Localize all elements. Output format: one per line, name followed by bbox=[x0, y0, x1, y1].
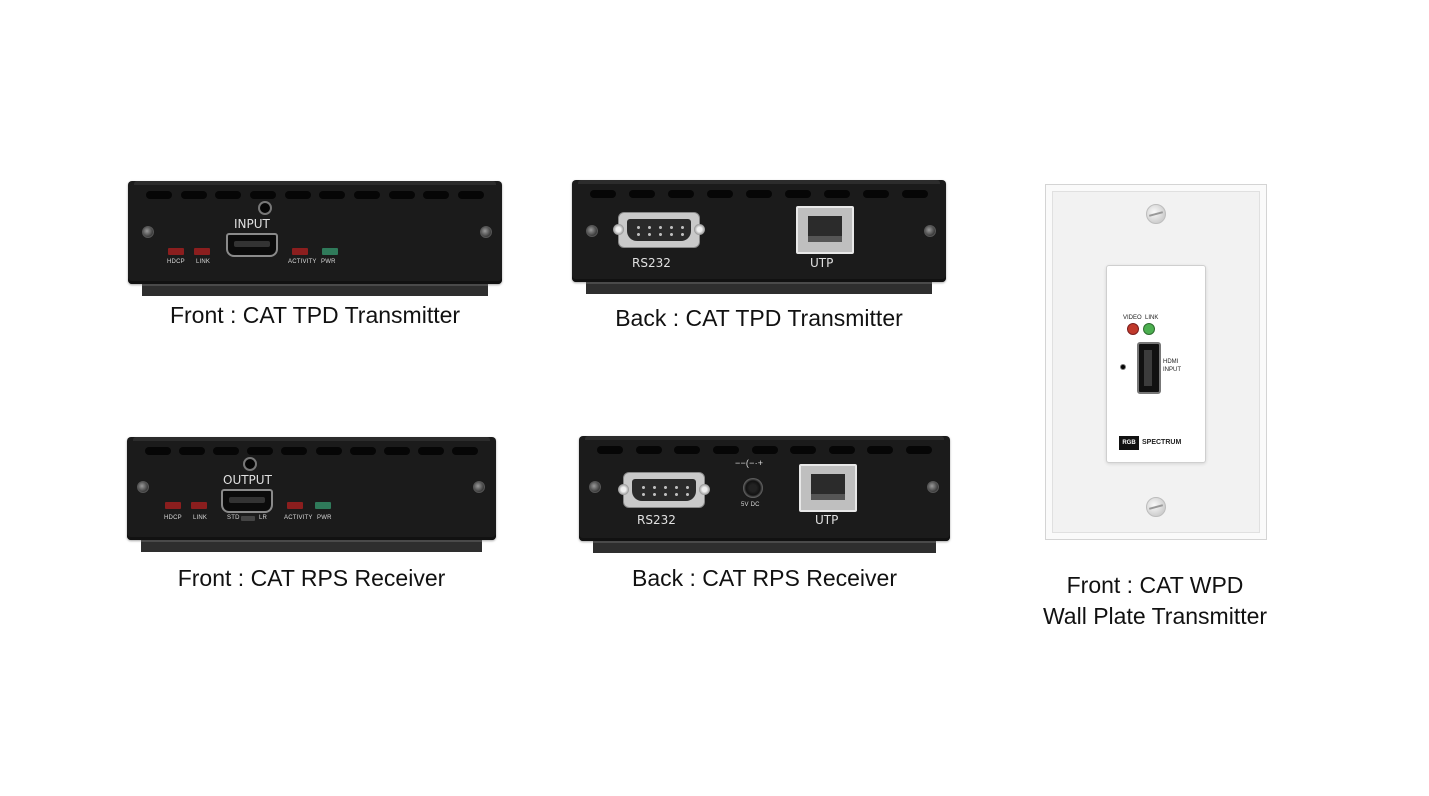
vents bbox=[590, 190, 928, 198]
hdmi-input-label-line2: INPUT bbox=[1163, 367, 1181, 373]
chassis-base bbox=[586, 282, 932, 294]
dc-power-jack bbox=[743, 478, 763, 498]
dc-jack-label: 5V DC bbox=[741, 502, 760, 508]
vents bbox=[145, 447, 478, 455]
screw-icon bbox=[586, 225, 598, 237]
input-port-label: INPUT bbox=[234, 217, 270, 231]
hdmi-input-label-line1: HDMI bbox=[1163, 359, 1179, 365]
rps-back-chassis: RS232 −−(−·+ 5V DC UTP bbox=[579, 436, 950, 541]
pwr-led bbox=[322, 248, 338, 255]
pwr-led bbox=[315, 502, 331, 509]
wpd-wall-plate: VIDEO LINK HDMI INPUT RGB SPECTRUM bbox=[1045, 184, 1267, 540]
std-switch-label: STD bbox=[227, 515, 240, 521]
screw-icon bbox=[589, 481, 601, 493]
screw-icon bbox=[480, 226, 492, 238]
ir-jack-icon bbox=[1120, 364, 1126, 370]
rps-front-device: OUTPUT HDCP LINK STD LR ACTIVITY PWR bbox=[127, 437, 496, 552]
utp-port bbox=[796, 206, 854, 254]
pwr-led-label: PWR bbox=[317, 515, 332, 521]
chassis-base bbox=[593, 541, 936, 553]
activity-led bbox=[287, 502, 303, 509]
link-led-label: LINK bbox=[196, 259, 211, 265]
tpd-back-device: RS232 UTP bbox=[572, 180, 946, 294]
tpd-front-device: INPUT HDCP LINK ACTIVITY PWR bbox=[128, 181, 502, 296]
hdcp-led bbox=[165, 502, 181, 509]
rs232-port-label: RS232 bbox=[632, 256, 671, 270]
rs232-port bbox=[613, 212, 705, 248]
hdmi-output-port bbox=[221, 489, 273, 513]
screw-icon bbox=[924, 225, 936, 237]
std-lr-switch bbox=[241, 516, 255, 521]
rps-back-device: RS232 −−(−·+ 5V DC UTP bbox=[579, 436, 950, 553]
ir-jack-icon bbox=[243, 457, 257, 471]
hdcp-led-label: HDCP bbox=[164, 515, 182, 521]
wpd-caption-line2: Wall Plate Transmitter bbox=[1042, 603, 1268, 629]
utp-port-label: UTP bbox=[810, 256, 834, 270]
hdcp-led bbox=[168, 248, 184, 255]
video-led bbox=[1127, 323, 1139, 335]
wpd-caption-line1: Front : CAT WPD bbox=[1066, 572, 1244, 598]
activity-led-label: ACTIVITY bbox=[284, 515, 313, 521]
link-led bbox=[191, 502, 207, 509]
hdmi-input-port bbox=[226, 233, 278, 257]
tpd-back-chassis: RS232 UTP bbox=[572, 180, 946, 282]
rs232-port-label: RS232 bbox=[637, 513, 676, 527]
rps-front-caption: Front : CAT RPS Receiver bbox=[177, 565, 446, 591]
tpd-back-caption: Back : CAT TPD Transmitter bbox=[615, 305, 903, 331]
activity-led-label: ACTIVITY bbox=[288, 259, 317, 265]
link-led-label: LINK bbox=[193, 515, 208, 521]
rgb-logo-icon: RGB bbox=[1119, 436, 1139, 450]
screw-icon bbox=[473, 481, 485, 493]
vents bbox=[597, 446, 932, 454]
lr-switch-label: LR bbox=[259, 515, 268, 521]
link-led bbox=[194, 248, 210, 255]
wall-plate-insert: VIDEO LINK HDMI INPUT RGB SPECTRUM bbox=[1106, 265, 1206, 463]
link-led-label: LINK bbox=[1145, 315, 1159, 321]
brand-name: SPECTRUM bbox=[1142, 439, 1182, 446]
screw-icon bbox=[137, 481, 149, 493]
tpd-front-caption: Front : CAT TPD Transmitter bbox=[169, 302, 461, 328]
chassis-base bbox=[141, 540, 482, 552]
rps-back-caption: Back : CAT RPS Receiver bbox=[631, 565, 897, 591]
utp-port bbox=[799, 464, 857, 512]
video-led-label: VIDEO bbox=[1123, 315, 1142, 321]
screw-icon bbox=[1146, 497, 1166, 517]
utp-port-label: UTP bbox=[815, 513, 839, 527]
vents bbox=[146, 191, 484, 199]
tpd-front-chassis: INPUT HDCP LINK ACTIVITY PWR bbox=[128, 181, 502, 284]
screw-icon bbox=[142, 226, 154, 238]
dc-polarity-icon: −−(−·+ bbox=[735, 458, 764, 468]
pwr-led-label: PWR bbox=[321, 259, 336, 265]
screw-icon bbox=[1146, 204, 1166, 224]
rs232-port bbox=[618, 472, 710, 508]
rps-front-chassis: OUTPUT HDCP LINK STD LR ACTIVITY PWR bbox=[127, 437, 496, 540]
output-port-label: OUTPUT bbox=[223, 473, 272, 487]
activity-led bbox=[292, 248, 308, 255]
screw-icon bbox=[927, 481, 939, 493]
hdmi-input-port bbox=[1137, 342, 1161, 394]
ir-jack-icon bbox=[258, 201, 272, 215]
hdcp-led-label: HDCP bbox=[167, 259, 185, 265]
link-led bbox=[1143, 323, 1155, 335]
chassis-base bbox=[142, 284, 488, 296]
